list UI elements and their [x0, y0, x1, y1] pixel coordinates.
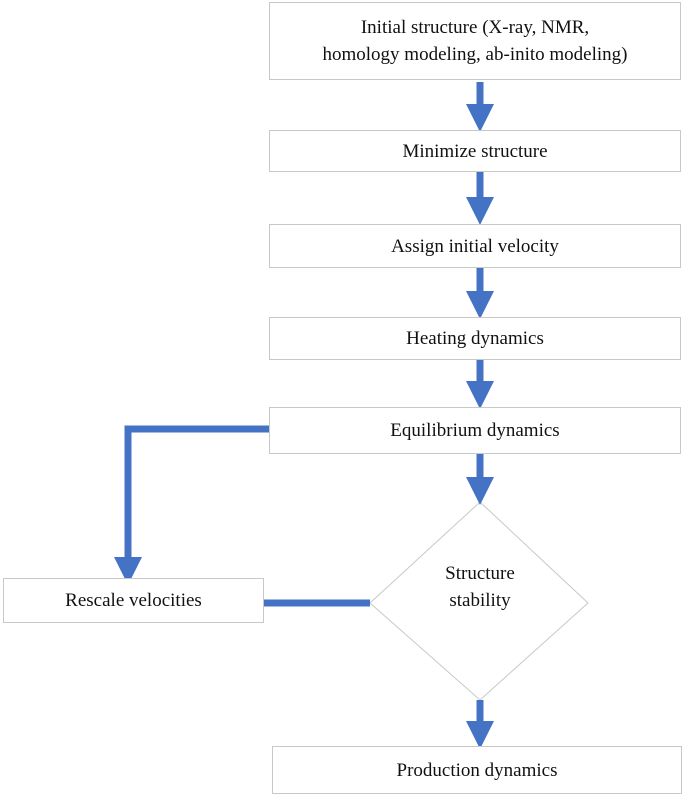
initial-structure-line1: Initial structure (X-ray, NMR,	[360, 17, 590, 38]
minimize-structure-label: Minimize structure	[402, 140, 548, 162]
heating-dynamics-label: Heating dynamics	[406, 328, 544, 349]
equilibrium-dynamics-box: Equilibrium dynamics	[269, 407, 681, 454]
stability-line1: Structure	[445, 563, 515, 584]
production-dynamics-box: Production dynamics	[272, 746, 682, 794]
production-dynamics-label: Production dynamics	[396, 759, 558, 781]
heating-dynamics-box: Heating dynamics	[269, 317, 681, 360]
rescale-velocities-box: Rescale velocities	[3, 578, 264, 623]
stability-label: Structure stability	[380, 560, 580, 614]
initial-structure-box: Initial structure (X-ray, NMR, homology …	[269, 2, 681, 80]
rescale-velocities-label: Rescale velocities	[65, 590, 202, 611]
arrow-equilibrium-to-rescale	[114, 425, 269, 585]
equilibrium-dynamics-label: Equilibrium dynamics	[390, 420, 560, 441]
assign-velocity-label: Assign initial velocity	[391, 235, 559, 257]
assign-velocity-box: Assign initial velocity	[269, 224, 681, 268]
minimize-structure-box: Minimize structure	[269, 130, 681, 172]
stability-line2: stability	[449, 590, 511, 611]
initial-structure-line2: homology modeling, ab-inito modeling)	[322, 44, 628, 65]
